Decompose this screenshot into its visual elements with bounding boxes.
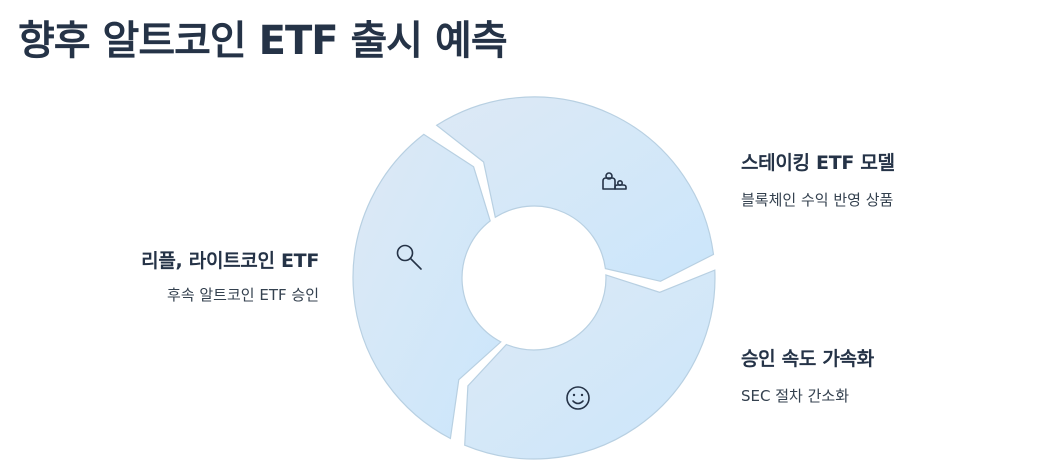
- item-heading: 승인 속도 가속화: [741, 348, 874, 370]
- item-description: SEC 절차 간소화: [741, 387, 850, 405]
- item-description: 후속 알트코인 ETF 승인: [167, 286, 319, 304]
- users-icon: [602, 172, 627, 190]
- page-title: 향후 알트코인 ETF 출시 예측: [18, 18, 508, 64]
- item-staking: 스테이킹 ETF 모델 블록체인 수익 반영 상품: [741, 148, 895, 210]
- smiley-icon: [566, 386, 590, 410]
- segment-bottom: [464, 269, 716, 460]
- search-icon: [396, 244, 422, 270]
- item-description: 블록체인 수익 반영 상품: [741, 191, 894, 209]
- item-ripple-litecoin: 리플, 라이트코인 ETF 후속 알트코인 ETF 승인: [0, 246, 319, 306]
- segment-top: [435, 96, 715, 282]
- item-heading: 스테이킹 ETF 모델: [741, 152, 895, 174]
- item-heading: 리플, 라이트코인 ETF: [141, 250, 319, 272]
- item-approval-speed: 승인 속도 가속화 SEC 절차 간소화: [741, 344, 874, 406]
- segment-left: [352, 133, 502, 440]
